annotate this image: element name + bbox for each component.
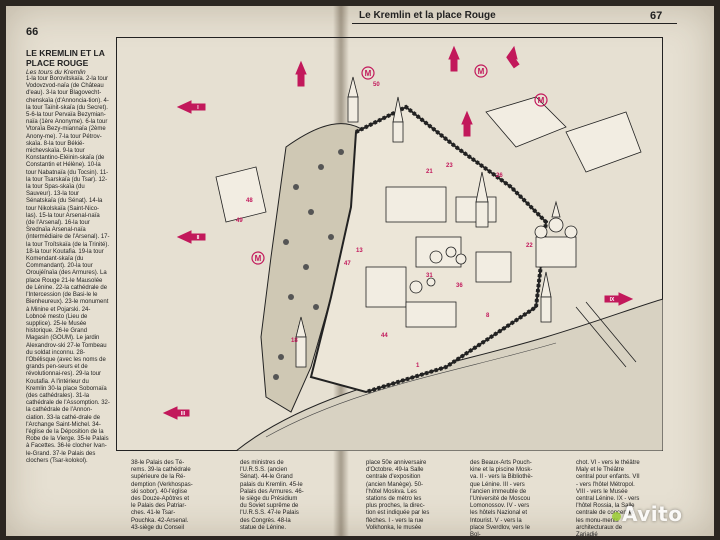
arrow-label-3: III: [181, 411, 186, 417]
metro-marker-2: M: [478, 67, 485, 76]
legend-subtitle: Les tours du Kremlin: [26, 69, 86, 76]
map-label-13: 13: [356, 248, 363, 254]
map-label-31: 31: [426, 273, 433, 279]
map-label-48: 48: [246, 198, 253, 204]
map-label-23: 23: [446, 163, 453, 169]
bottom-col-3: place 50e anniversaire d'Octobre. 49-la …: [366, 460, 430, 531]
watermark-text: Avito: [622, 502, 683, 526]
running-head: Le Kremlin et la place Rouge: [359, 10, 496, 21]
metro-marker-4: M: [255, 254, 262, 263]
bottom-col-2: des ministres de l'U.R.S.S. (ancien Séna…: [240, 460, 304, 531]
arrow-label-2: II: [197, 235, 200, 241]
arrow-label-1: I: [197, 105, 199, 111]
header-rule: [352, 23, 677, 24]
map-label-26: 26: [496, 173, 503, 179]
metro-marker-1: M: [365, 69, 372, 78]
map-label-21: 21: [426, 169, 433, 175]
avito-watermark: Avito: [612, 502, 682, 526]
map-illustration: 50 21 23 26 22 13 44 47 48 49 1 18 31 36…: [116, 37, 663, 451]
map-label-47: 47: [344, 261, 351, 267]
bottom-col-1: 38-le Palais des Té-rems. 39-la cathédra…: [131, 460, 193, 531]
map-label-1: 1: [416, 363, 420, 369]
watermark-dot-icon: [612, 512, 621, 521]
legend-text: 1-la tour Borovitskaïa. 2-la tour Vodovz…: [26, 76, 110, 464]
map-label-50: 50: [373, 82, 380, 88]
map-label-22: 22: [526, 243, 533, 249]
map-label-49: 49: [236, 218, 243, 224]
bottom-col-5: chot. VI - vers le théâtre Maly et le Th…: [576, 460, 640, 539]
bottom-col-4: des Beaux-Arts Pouch-kine et la piscine …: [470, 460, 533, 539]
left-page-number: 66: [26, 26, 39, 38]
section-title: LE KREMLIN ET LA PLACE ROUGE: [26, 48, 105, 68]
right-page-number: 67: [650, 10, 663, 22]
arrow-label-9: IX: [610, 297, 615, 303]
metro-marker-3: M: [538, 96, 545, 105]
map-label-36: 36: [456, 283, 463, 289]
kremlin-map: 50 21 23 26 22 13 44 47 48 49 1 18 31 36…: [116, 37, 663, 451]
map-label-44: 44: [381, 333, 388, 339]
map-label-18: 18: [291, 338, 298, 344]
map-label-8: 8: [486, 313, 490, 319]
